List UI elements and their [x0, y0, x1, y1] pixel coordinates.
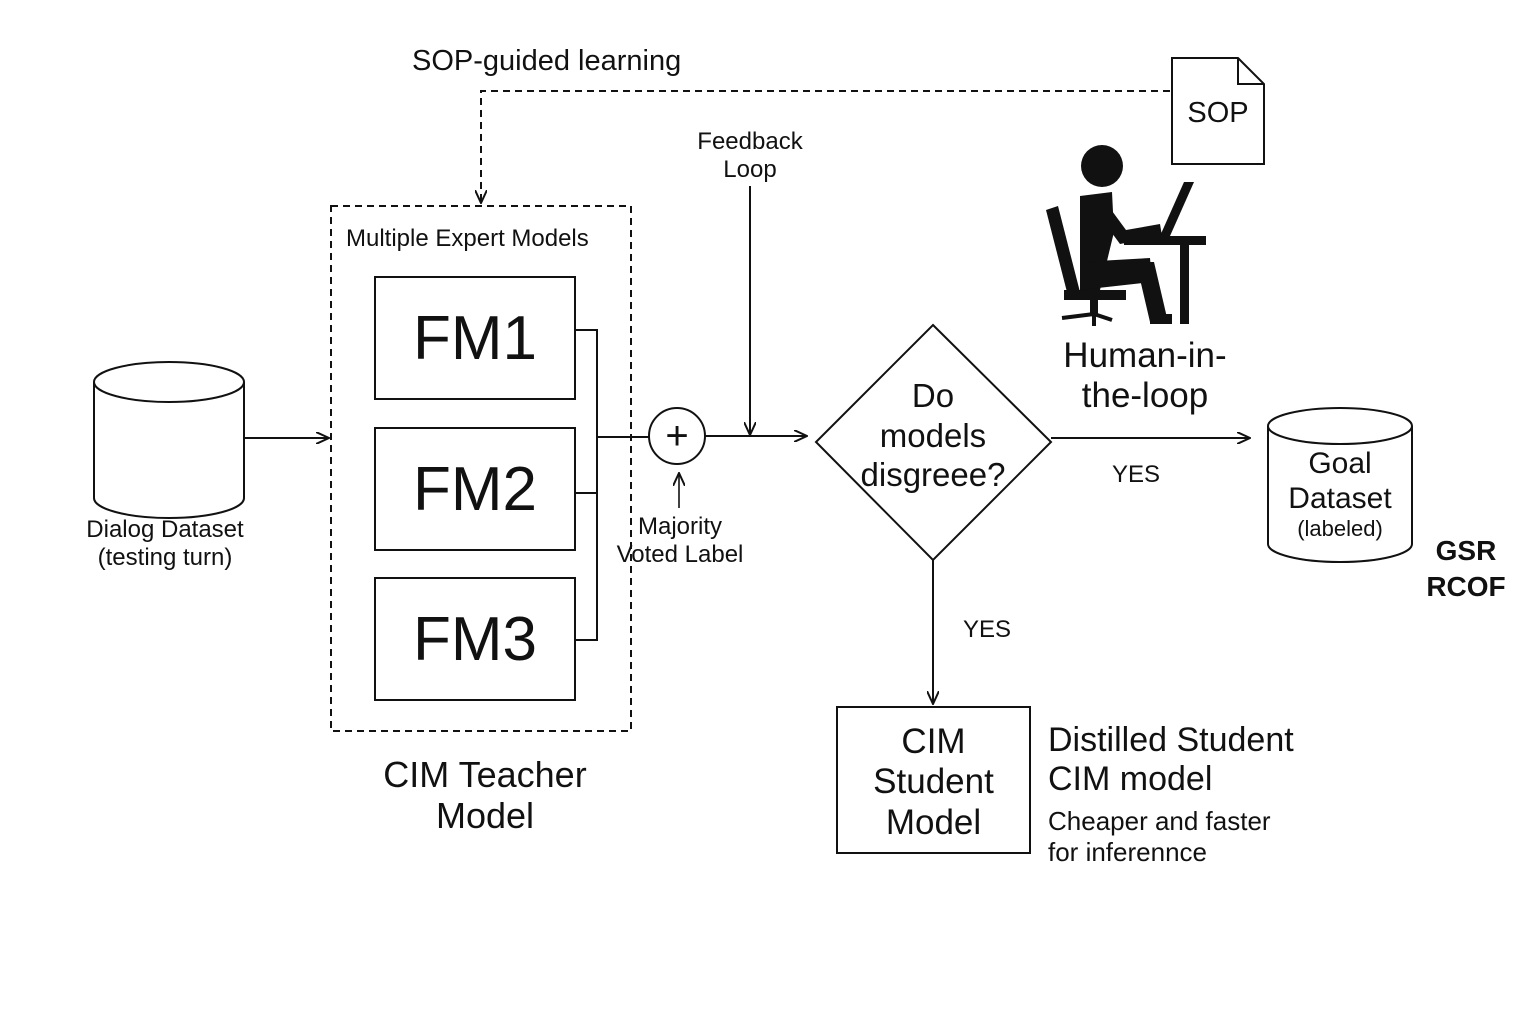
- person-at-laptop-icon: [1046, 145, 1206, 326]
- dialog-dataset-cylinder: [93, 361, 245, 519]
- dialog-dataset-line-1: Dialog Dataset: [86, 516, 244, 543]
- goal-dataset-label: Goal Dataset (labeled): [1268, 447, 1412, 541]
- student-box-line-1: CIM: [901, 722, 966, 761]
- fm3-label: FM3: [413, 604, 537, 674]
- teacher-caption-line-1: CIM Teacher: [383, 754, 587, 795]
- fm3-box: [374, 577, 576, 701]
- feedback-line-1: Feedback: [697, 128, 803, 155]
- student-model-box: [836, 706, 1031, 854]
- majority-line-1: Majority: [637, 513, 722, 540]
- database-icon: [1267, 407, 1413, 563]
- decision-line-1: Do: [911, 377, 955, 414]
- combiner-symbol: +: [665, 414, 689, 458]
- teacher-caption-line-2: Model: [435, 795, 535, 837]
- student-title-line-1: Distilled Student: [1048, 721, 1294, 759]
- sop-doc-label: SOP: [1187, 96, 1249, 129]
- side-tag-rcof: RCOF: [1426, 571, 1506, 603]
- side-tag-gsr: GSR: [1435, 535, 1497, 566]
- fm2-label: FM2: [413, 454, 537, 524]
- document-icon: [1171, 57, 1265, 165]
- student-subtitle-line-2: for inferennce: [1048, 837, 1207, 868]
- goal-line-3: (labeled): [1297, 516, 1383, 541]
- human-line-1: Human-in-: [1063, 336, 1227, 375]
- student-title-line-2: CIM model: [1048, 760, 1213, 799]
- sop-guided-label: SOP-guided learning: [412, 45, 682, 77]
- sop-guided-path: [481, 90, 1170, 202]
- majority-line-2: Voted Label: [616, 540, 744, 568]
- expert-group-title: Multiple Expert Models: [346, 225, 589, 252]
- expert-models-group: [330, 205, 632, 732]
- human-line-2: the-loop: [1081, 376, 1209, 416]
- student-subtitle: Cheaper and faster for inferennce: [1048, 806, 1271, 868]
- student-box-line-3: Model: [885, 802, 982, 842]
- goal-line-1: Goal: [1308, 447, 1372, 480]
- dialog-dataset-label: Dialog Dataset (testing turn): [60, 516, 270, 571]
- fm2-box: [374, 427, 576, 551]
- student-box-line-2: Student: [873, 762, 994, 802]
- yes-down-label: YES: [963, 616, 1012, 643]
- student-title: Distilled Student CIM model: [1048, 721, 1294, 799]
- decision-label: Do models disgreee?: [838, 376, 1028, 495]
- majority-label: Majority Voted Label: [600, 513, 760, 568]
- goal-line-2: Dataset: [1288, 481, 1392, 515]
- feedback-line-2: Loop: [723, 155, 777, 183]
- dialog-dataset-line-2: (testing turn): [97, 543, 233, 571]
- teacher-caption: CIM Teacher Model: [360, 754, 610, 837]
- decision-line-3: disgreee?: [860, 456, 1006, 494]
- fm1-label: FM1: [413, 303, 537, 373]
- side-tags: GSR RCOF: [1408, 533, 1524, 606]
- student-subtitle-line-1: Cheaper and faster: [1048, 806, 1271, 836]
- student-box-label: CIM Student Model: [837, 722, 1030, 843]
- fm-bracket-connector: [575, 329, 649, 641]
- feedback-loop-label: Feedback Loop: [690, 128, 810, 183]
- fm1-box: [374, 276, 576, 400]
- yes-right-label: YES: [1112, 461, 1161, 488]
- decision-line-2: models: [879, 416, 987, 454]
- human-in-loop-label: Human-in- the-loop: [1040, 336, 1250, 417]
